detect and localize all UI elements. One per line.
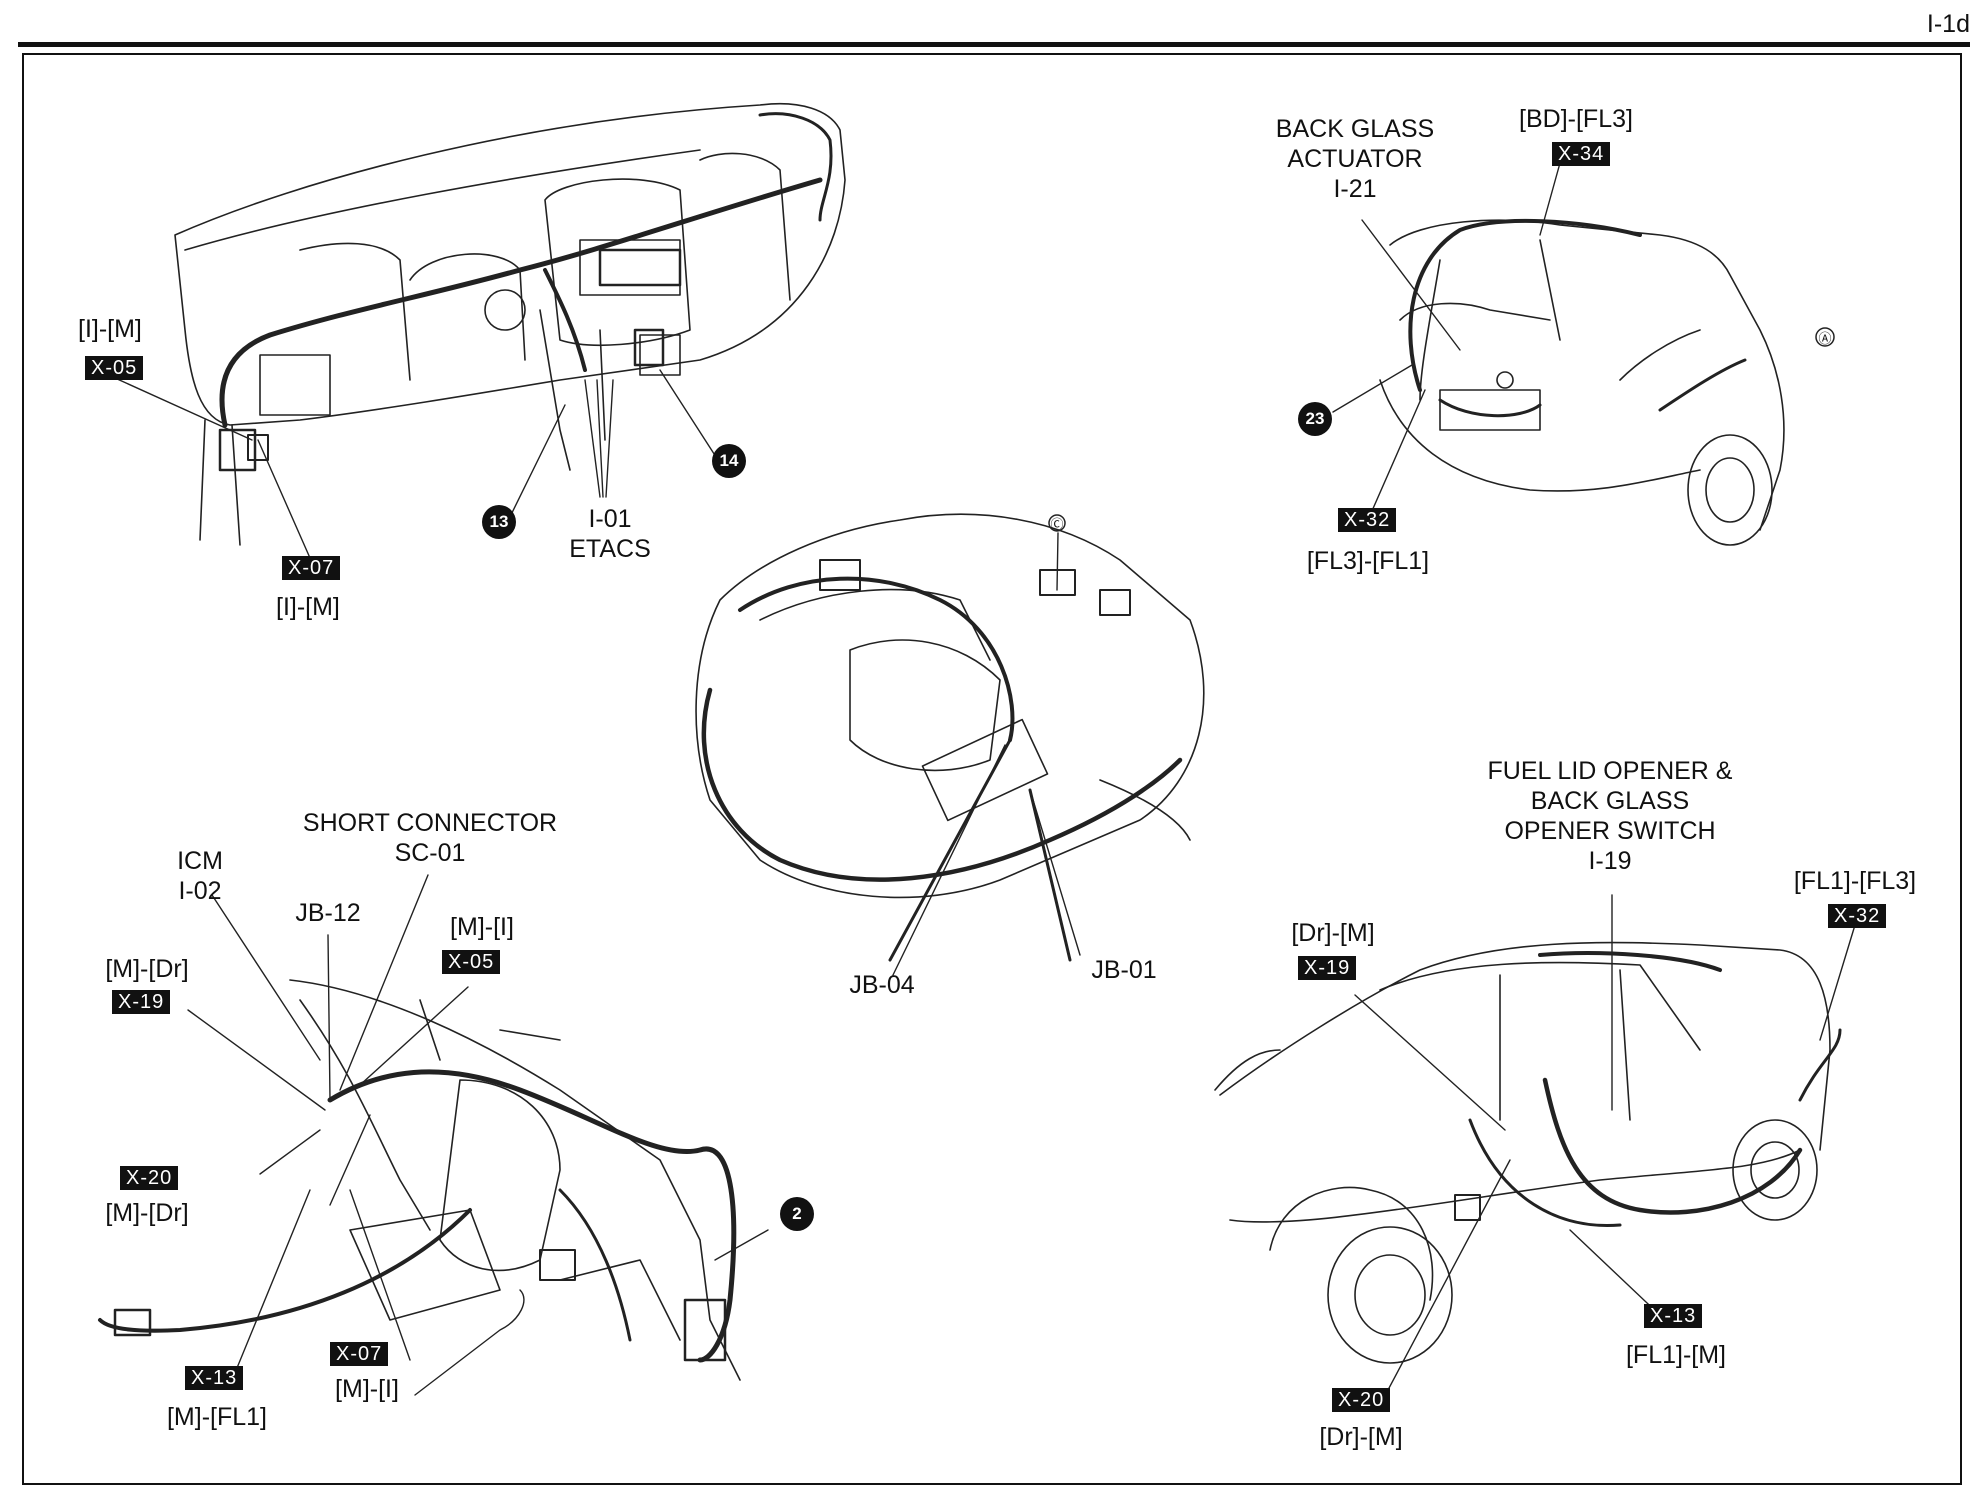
- label-m-dr-lower: [M]-[Dr]: [105, 1199, 189, 1227]
- callout-23: 23: [1298, 402, 1332, 436]
- label-icm-name: ICM: [177, 847, 223, 875]
- label-jb12: JB-12: [295, 899, 361, 927]
- top-rule: [18, 42, 1970, 47]
- label-short-connector: SHORT CONNECTOR SC-01: [280, 808, 580, 868]
- label-i-m-upper: [I]-[M]: [78, 315, 142, 343]
- label-fuel-lid-line3: OPENER SWITCH: [1504, 817, 1716, 845]
- label-jb01: JB-01: [1091, 956, 1157, 984]
- callout-2: 2: [780, 1197, 814, 1231]
- label-m-i-upper: [M]-[I]: [450, 913, 514, 941]
- label-dr-m-lower: [Dr]-[M]: [1319, 1423, 1403, 1451]
- leader-lines: [114, 162, 1856, 1406]
- tag-x07-dash: X-07: [282, 556, 341, 580]
- callout-14: 14: [712, 444, 746, 478]
- label-short-connector-code: SC-01: [394, 839, 466, 867]
- tag-x19-side: X-19: [1298, 956, 1357, 980]
- label-icm-code: I-02: [178, 877, 222, 905]
- label-jb04: JB-04: [849, 971, 915, 999]
- rear-vehicle-illustration: [1379, 218, 1835, 546]
- label-etacs: I-01 ETACS: [560, 504, 660, 564]
- label-fuel-lid-line1: FUEL LID OPENER &: [1487, 757, 1733, 785]
- side-vehicle-illustration: [1214, 941, 1842, 1364]
- tag-x32-rear: X-32: [1338, 508, 1397, 532]
- label-back-glass-code: I-21: [1333, 175, 1377, 203]
- label-fl1-m: [FL1]-[M]: [1625, 1341, 1726, 1369]
- label-dr-m-upper: [Dr]-[M]: [1291, 919, 1375, 947]
- label-etacs-code: I-01: [588, 505, 632, 533]
- tag-x20-floor: X-20: [120, 1166, 179, 1190]
- label-short-connector-name: SHORT CONNECTOR: [302, 809, 558, 837]
- label-fl3-fl1: [FL3]-[FL1]: [1306, 547, 1430, 575]
- tag-x05-dash: X-05: [85, 356, 144, 380]
- tag-x13-floor: X-13: [185, 1366, 244, 1390]
- label-back-glass-actuator: BACK GLASS ACTUATOR I-21: [1250, 114, 1460, 204]
- label-fuel-lid-code: I-19: [1588, 847, 1632, 875]
- tag-x07-floor: X-07: [330, 1342, 389, 1366]
- tag-x19-floor: X-19: [112, 990, 171, 1014]
- label-bd-fl3: [BD]-[FL3]: [1519, 105, 1633, 133]
- label-m-dr-upper: [M]-[Dr]: [105, 955, 189, 983]
- label-fuel-lid-opener: FUEL LID OPENER & BACK GLASS OPENER SWIT…: [1460, 756, 1760, 876]
- page-number: I-1d: [1926, 10, 1970, 38]
- engine-compartment-illustration: [695, 513, 1205, 962]
- tag-x20-side: X-20: [1332, 1388, 1391, 1412]
- tag-x13-side: X-13: [1644, 1304, 1703, 1328]
- label-m-i-lower: [M]-[I]: [335, 1375, 399, 1403]
- label-icm: ICM I-02: [160, 846, 240, 906]
- letter-mark-a: Ⓐ: [1818, 332, 1831, 347]
- tag-x05-floor: X-05: [442, 950, 501, 974]
- label-etacs-name: ETACS: [569, 535, 651, 563]
- label-back-glass-line1: BACK GLASS: [1275, 115, 1435, 143]
- tag-x34: X-34: [1552, 142, 1611, 166]
- instrument-panel-illustration: [174, 102, 846, 546]
- diagram-frame: [22, 53, 1962, 1485]
- floor-harness-illustration: [98, 979, 741, 1381]
- label-i-m-lower: [I]-[M]: [276, 593, 340, 621]
- label-fl1-fl3: [FL1]-[FL3]: [1793, 867, 1917, 895]
- label-back-glass-line2: ACTUATOR: [1287, 145, 1423, 173]
- callout-13: 13: [482, 505, 516, 539]
- tag-x32-side: X-32: [1828, 904, 1887, 928]
- label-fuel-lid-line2: BACK GLASS: [1530, 787, 1690, 815]
- label-m-fl1: [M]-[FL1]: [166, 1403, 267, 1431]
- letter-mark-c: Ⓒ: [1050, 518, 1063, 533]
